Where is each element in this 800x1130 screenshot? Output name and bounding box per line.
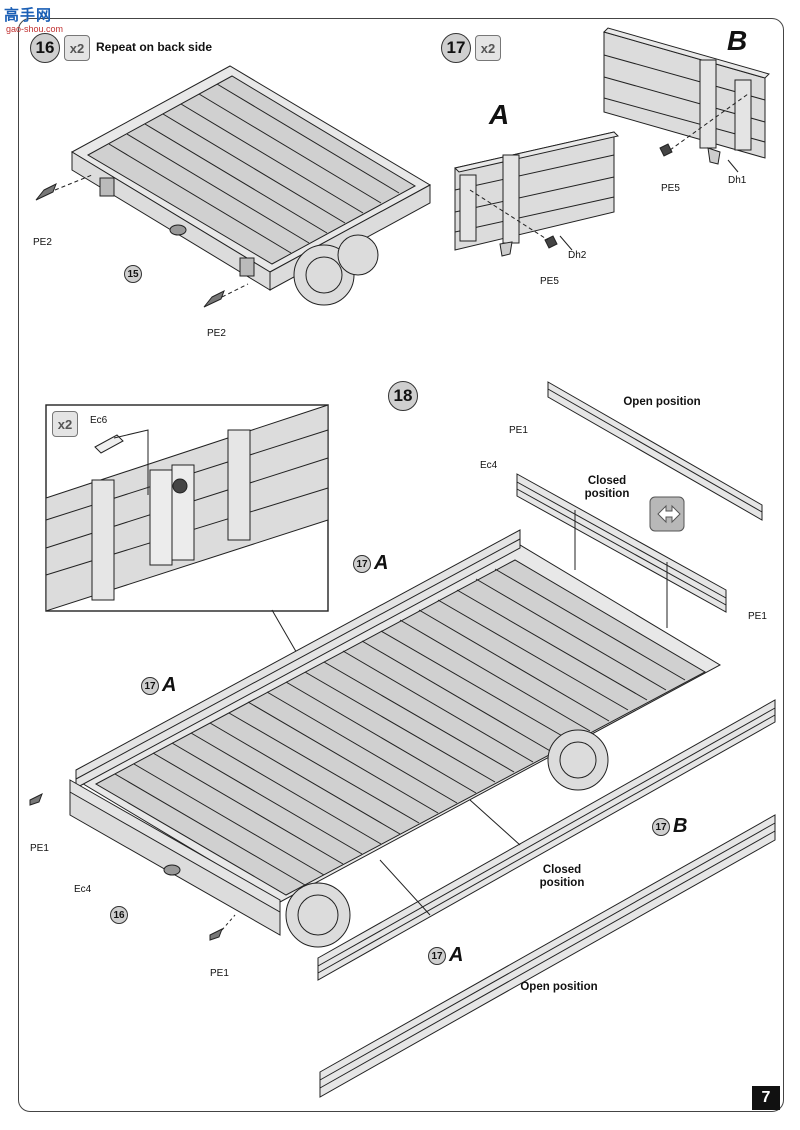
label-dh1: Dh1 [728,175,747,186]
open-position-bottom-label: Open position [520,981,598,993]
ref-17a-left-letter: A [162,674,177,696]
board-a-label: A [489,99,510,130]
label-ec4-left: Ec4 [74,884,92,895]
watermark-logo: 高手网 [4,7,53,24]
label-pe2-left: PE2 [33,237,52,248]
step18-wagon-drawing [29,529,722,948]
ref-17b-letter: B [673,815,688,837]
step-16-multiplier: x2 [64,35,90,61]
page-frame [18,18,784,1112]
step16-chassis-drawing [35,65,432,308]
rotate-hint-drawing [649,496,685,532]
ref-17a-bottom-badge: 17 [428,947,446,965]
open-position-top-label: Open position [623,396,701,408]
step-17-multiplier: x2 [475,35,501,61]
step18-inset-drawing [45,404,329,656]
board-b-label: B [727,25,748,56]
ref-17a-left-badge: 17 [141,677,159,695]
label-pe1-right: PE1 [748,611,767,622]
side-board-closed-bottom-drawing [317,699,776,981]
page-number: 7 [752,1086,780,1110]
step17-board-a-drawing [454,131,619,257]
inset-multiplier: x2 [52,411,78,437]
step-17-badge: 17 [441,33,471,63]
side-board-open-bottom-drawing [319,814,776,1098]
ref-15-badge: 15 [124,265,142,283]
ref-16-badge: 16 [110,906,128,924]
ref-17b-badge: 17 [652,818,670,836]
closed-position-top-label: Closed position [584,475,630,500]
label-pe5-a: PE5 [540,276,559,287]
side-board-open-top-drawing [547,381,763,521]
ref-17a-top-badge: 17 [353,555,371,573]
step-16-badge: 16 [30,33,60,63]
ref-17a-top-letter: A [374,552,389,574]
label-pe1-left: PE1 [30,843,49,854]
side-board-closed-top-drawing [516,473,727,628]
label-dh2: Dh2 [568,250,587,261]
watermark-url: gao-shou.com [6,24,64,34]
step-18-badge: 18 [388,381,418,411]
label-ec4-top: Ec4 [480,460,498,471]
label-pe2-right: PE2 [207,328,226,339]
label-ec6: Ec6 [90,415,108,426]
label-pe5-b: PE5 [661,183,680,194]
step17-board-b-drawing [603,27,770,173]
label-pe1-top: PE1 [509,425,528,436]
step-16-note: Repeat on back side [96,40,213,54]
label-pe1-bottom: PE1 [210,968,229,979]
closed-position-bottom-label: Closed position [539,864,585,889]
ref-17a-bottom-letter: A [449,944,464,966]
